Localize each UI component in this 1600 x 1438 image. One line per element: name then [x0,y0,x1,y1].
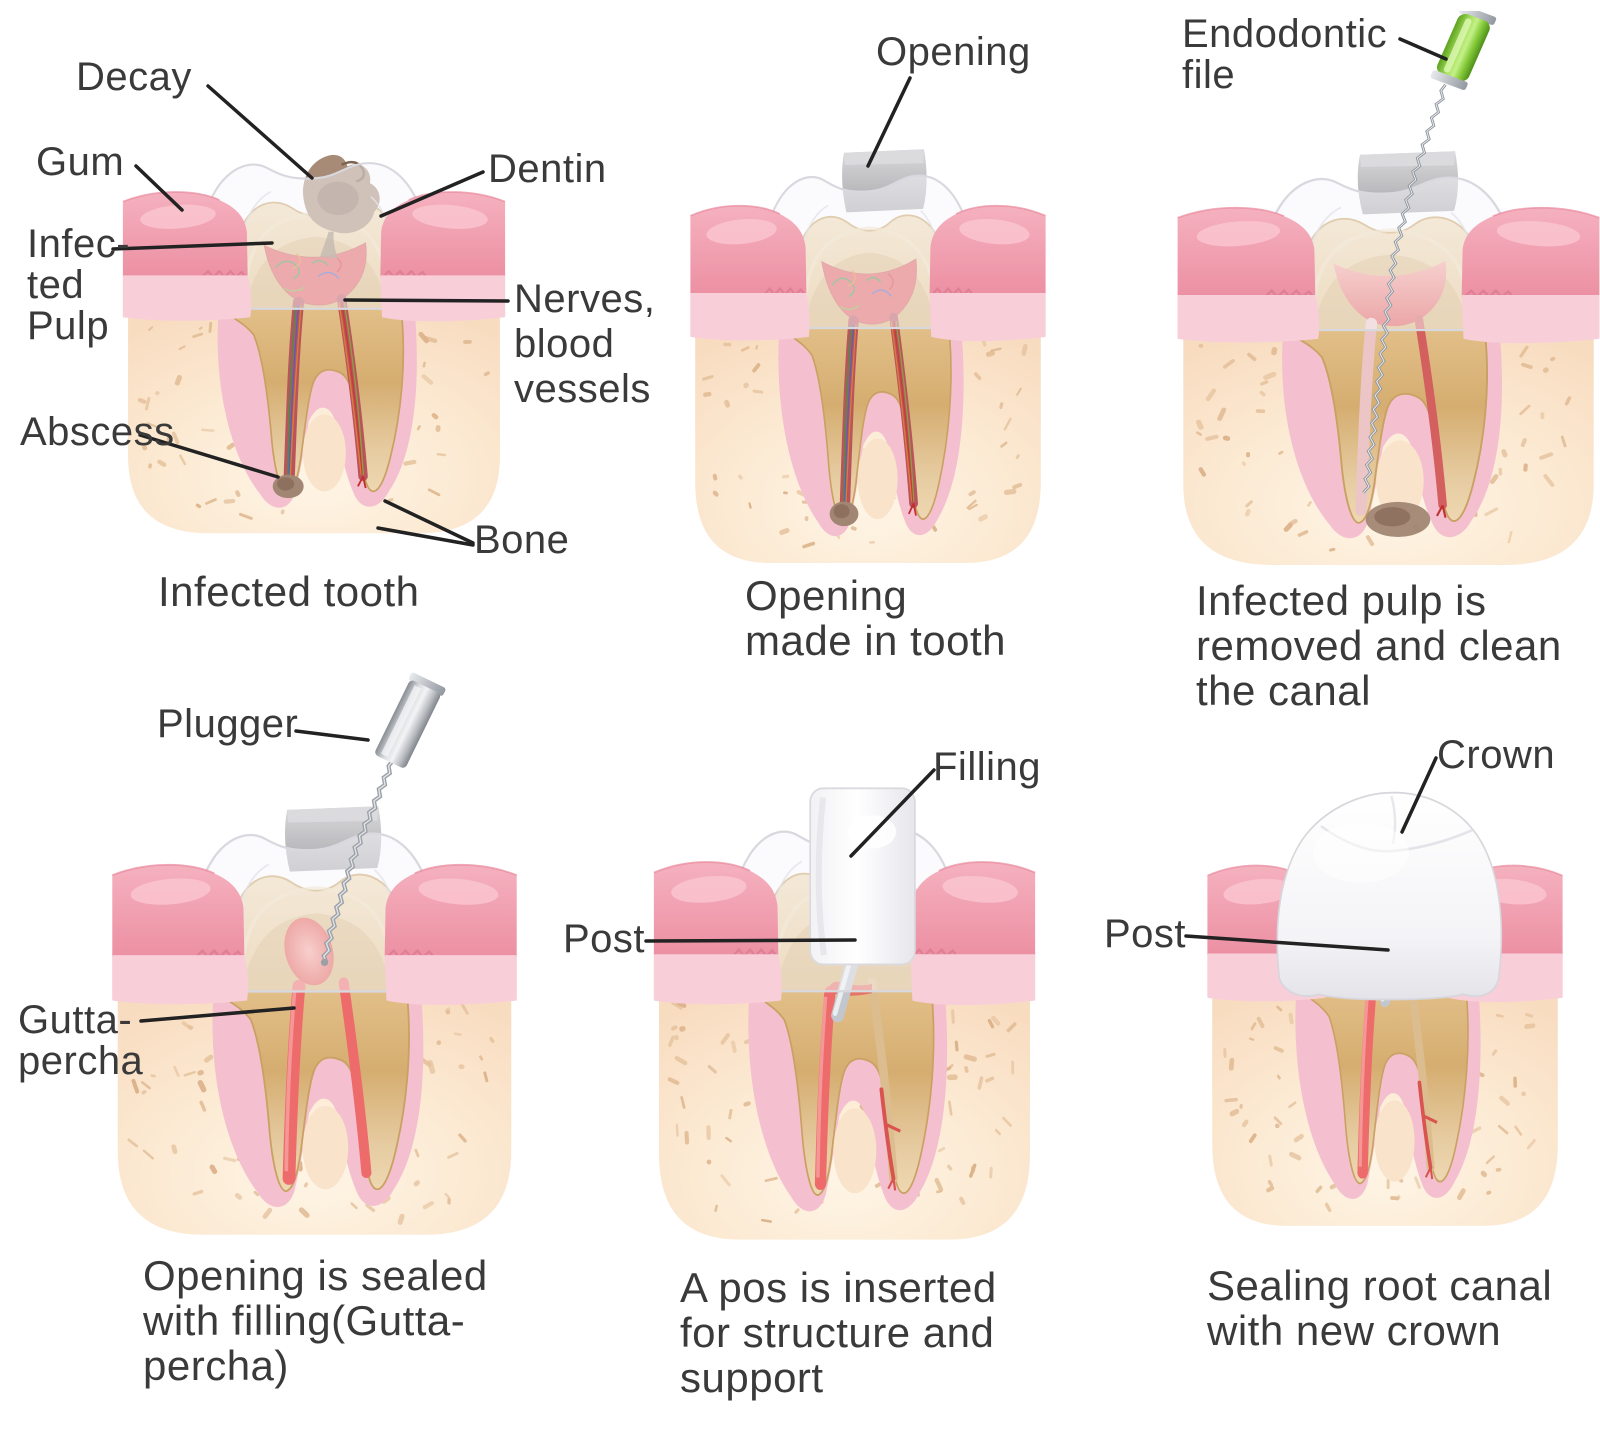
label-abscess: Abscess [20,410,175,454]
illustration-file-cleaning [1170,11,1600,572]
illustration-gutta-percha [105,661,524,1242]
illustration-new-crown [1201,667,1569,1233]
illustration-opening-made [684,9,1052,570]
illustration-post-filling [647,654,1042,1247]
label-bone: Bone [474,518,570,562]
caption-opening-made: Opening made in tooth [745,572,1007,664]
label-infected-pulp: Infec- ted Pulp [27,222,131,348]
label-gum: Gum [36,140,125,184]
label-decay: Decay [76,55,192,99]
label-post-crown-panel: Post [1104,912,1187,956]
caption-infected-tooth: Infected tooth [158,568,420,615]
label-crown: Crown [1437,733,1556,777]
label-endodontic-file: Endodontic file [1182,12,1388,97]
label-gutta-percha: Gutta- percha [18,998,144,1083]
label-post-filling-panel: Post [563,917,646,961]
caption-new-crown: Sealing root canal with new crown [1207,1262,1553,1354]
label-plugger: Plugger [157,702,299,746]
label-nerves-blood-vessels: Nerves, blood vessels [514,277,656,411]
caption-pulp-removed: Infected pulp is removed and clean the c… [1196,577,1562,714]
label-opening: Opening [876,30,1031,74]
caption-opening-sealed: Opening is sealed with filling(Gutta- pe… [143,1252,488,1389]
caption-post-inserted: A pos is inserted for structure and supp… [680,1264,997,1401]
label-filling: Filling [933,745,1041,789]
label-dentin: Dentin [488,147,607,191]
